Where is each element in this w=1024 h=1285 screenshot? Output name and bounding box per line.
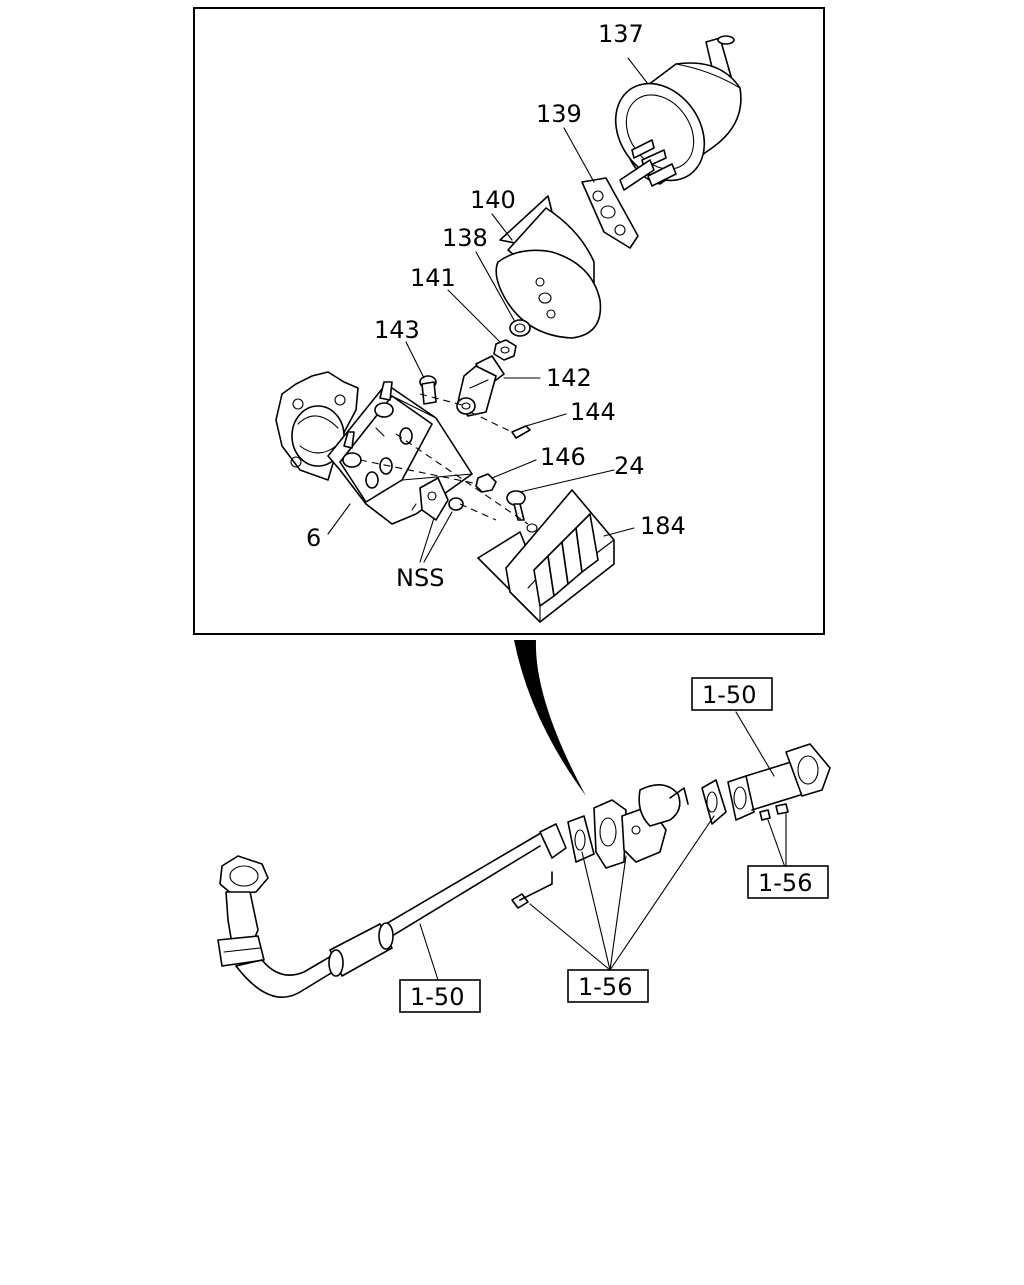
leader-lines-inset	[327, 57, 649, 563]
ref-box-1-56-bottom[interactable]: 1-56	[567, 969, 649, 1003]
ref-label-1-50-top: 1-50	[702, 681, 756, 709]
callout-6: 6	[306, 524, 321, 552]
exhaust-front-pipe[interactable]	[217, 823, 567, 999]
leader-lines-overview	[419, 711, 787, 981]
callout-141: 141	[410, 264, 456, 292]
part-24-bolt[interactable]	[506, 490, 526, 521]
exhaust-rear-gasket[interactable]	[727, 775, 755, 821]
part-142-link[interactable]	[456, 355, 505, 417]
exhaust-brake-unit[interactable]	[593, 784, 689, 869]
callout-nss: NSS	[396, 564, 444, 592]
part-141-nut[interactable]	[493, 339, 517, 361]
ref-label-1-56-bottom: 1-56	[578, 973, 632, 1001]
part-137-actuator[interactable]	[597, 35, 742, 198]
exhaust-gasket-left[interactable]	[567, 815, 595, 863]
ref-label-1-56-right: 1-56	[758, 869, 812, 897]
ref-label-1-50-bottom: 1-50	[410, 983, 464, 1011]
callout-137: 137	[598, 20, 644, 48]
ref-box-1-50-bottom[interactable]: 1-50	[399, 979, 481, 1013]
assembly-guide-lines	[359, 393, 529, 525]
part-146-nut[interactable]	[475, 473, 497, 493]
callout-139: 139	[536, 100, 582, 128]
detail-pointer	[514, 640, 586, 796]
callout-24: 24	[614, 452, 645, 480]
part-144-cotter-pin[interactable]	[511, 425, 531, 439]
ref-box-1-56-right[interactable]: 1-56	[747, 865, 829, 899]
part-138-nut[interactable]	[509, 319, 531, 337]
part-139-gasket[interactable]	[581, 177, 639, 249]
callout-140: 140	[470, 186, 516, 214]
part-184-cover[interactable]	[477, 489, 615, 623]
part-6-brake-body[interactable]	[275, 371, 473, 525]
part-140-bracket[interactable]	[495, 195, 602, 339]
ref-box-1-50-top[interactable]: 1-50	[691, 677, 773, 711]
exhaust-rear-pipe[interactable]	[745, 743, 831, 811]
callout-142: 142	[546, 364, 592, 392]
callout-144: 144	[570, 398, 616, 426]
callout-143: 143	[374, 316, 420, 344]
exhaust-bolts[interactable]	[511, 803, 789, 909]
exhaust-gasket-right[interactable]	[701, 779, 727, 825]
part-143-pin[interactable]	[419, 375, 437, 405]
callout-138: 138	[442, 224, 488, 252]
callout-146: 146	[540, 443, 586, 471]
callout-184: 184	[640, 512, 686, 540]
